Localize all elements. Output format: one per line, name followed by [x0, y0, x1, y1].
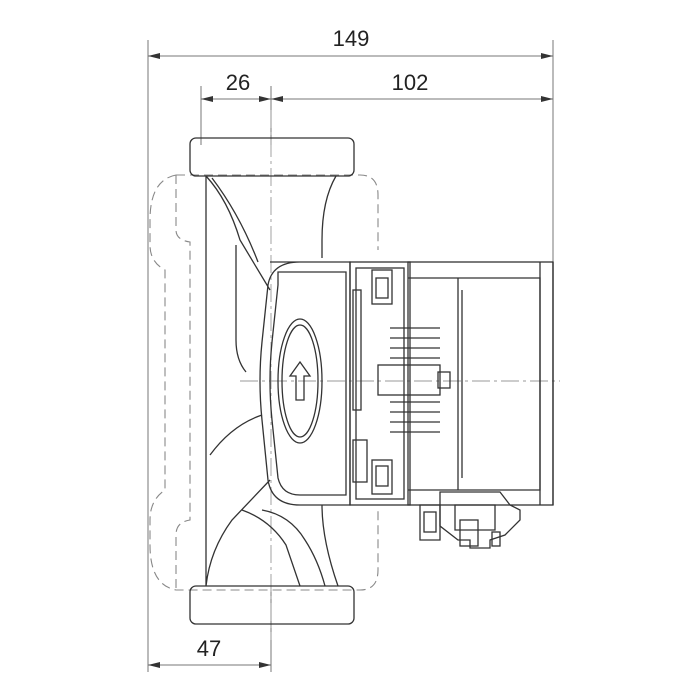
hidden-union-outline	[149, 174, 379, 591]
dimension-label-overall-width: 149	[333, 26, 370, 51]
dimension-axis-to-right: 102	[271, 70, 553, 102]
pump-head-outline	[259, 261, 351, 506]
pump-head	[259, 261, 351, 506]
arrow-up-icon	[288, 360, 312, 401]
dimension-label-left-to-axis: 26	[226, 70, 250, 95]
bottom-flange	[189, 585, 355, 625]
center-lines	[240, 110, 560, 640]
top-flange	[189, 137, 355, 177]
cooling-fins	[377, 327, 451, 433]
motor-casing	[407, 261, 554, 506]
dimension-left-to-axis: 26	[200, 70, 272, 145]
electronics-box	[349, 261, 451, 506]
housing-body	[205, 175, 339, 587]
dimension-label-bottom-offset: 47	[197, 636, 221, 661]
dimension-label-axis-to-right: 102	[392, 70, 429, 95]
dimension-overall-width: 149	[147, 26, 554, 672]
dimension-bottom-offset: 47	[148, 590, 272, 672]
flow-indicator-oval	[277, 318, 323, 444]
pump-housing	[189, 137, 355, 625]
connector-plug	[419, 491, 521, 549]
